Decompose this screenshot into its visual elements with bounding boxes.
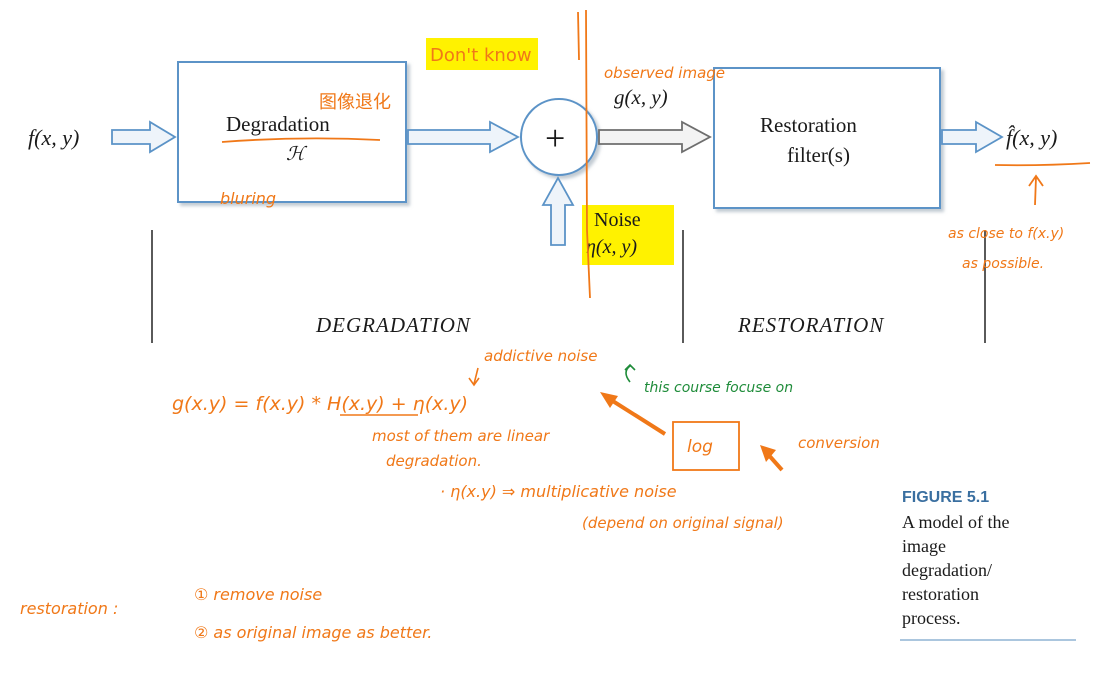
observed-image-annotation: observed image <box>604 64 725 82</box>
as-original-note: ② as original image as better. <box>194 623 432 642</box>
depend-annotation: (depend on original signal) <box>582 514 784 532</box>
orange-underline-degradation <box>221 137 381 143</box>
figure-caption-line5: process. <box>902 608 960 628</box>
close-to-annotation-1: as close to f(x.y) <box>948 226 1064 242</box>
restoration-label-1: Restoration <box>760 113 857 137</box>
chinese-degradation-annotation: 图像退化 <box>319 92 391 113</box>
conversion-arrowhead <box>760 445 776 462</box>
linear-annotation-1: most of them are linear <box>372 427 550 445</box>
input-arrow <box>111 120 177 154</box>
dont-know-annotation: Don't know <box>430 45 532 66</box>
dont-know-highlight <box>426 38 538 70</box>
restoration-label-2: filter(s) <box>787 143 850 167</box>
multiplicative-annotation: · η(x.y) ⇒ multiplicative noise <box>440 482 677 501</box>
noise-symbol: η(x, y) <box>586 236 637 258</box>
log-to-noise-arrowhead <box>600 392 618 408</box>
equation-annotation: g(x.y) = f(x.y) * H(x.y) + η(x.y) <box>172 393 468 415</box>
green-curl <box>624 363 636 383</box>
orange-vertical-stroke-2 <box>585 9 591 299</box>
log-to-noise-arrow <box>606 396 667 436</box>
degradation-section-label: DEGRADATION <box>315 313 471 337</box>
sum-junction <box>520 98 598 176</box>
observed-arrow <box>598 120 712 154</box>
noise-arrow <box>541 176 575 246</box>
close-to-annotation-2: as possible. <box>962 256 1044 272</box>
orange-underline-output <box>994 162 1091 167</box>
noise-highlight <box>582 205 674 265</box>
plus-symbol: + <box>545 118 565 158</box>
figure-caption-line4: restoration <box>902 584 979 604</box>
orange-up-arrow <box>1028 174 1044 206</box>
output-label: f̂(x, y) <box>1006 125 1057 150</box>
figure-caption-line3: degradation/ <box>902 560 992 580</box>
output-arrow <box>941 120 1004 154</box>
additive-noise-annotation: addictive noise <box>484 347 597 365</box>
degradation-box <box>177 61 407 203</box>
linear-annotation-2: degradation. <box>386 452 482 470</box>
orange-vertical-stroke-1 <box>577 11 580 61</box>
bluring-annotation: bluring <box>220 189 276 208</box>
restoration-notes-label: restoration : <box>20 599 118 618</box>
figure-caption-title: FIGURE 5.1 <box>902 489 989 506</box>
restoration-section-label: RESTORATION <box>737 313 884 337</box>
degradation-symbol: ℋ <box>286 144 308 165</box>
additive-noise-pointer <box>468 367 480 387</box>
input-label: f(x, y) <box>28 125 79 150</box>
log-box <box>672 421 740 471</box>
remove-noise-note: ① remove noise <box>194 585 322 604</box>
restoration-box <box>713 67 941 209</box>
degraded-arrow <box>407 120 520 154</box>
observed-label: g(x, y) <box>614 85 668 109</box>
figure-caption-line2: image <box>902 536 946 556</box>
noise-label: Noise <box>594 209 641 231</box>
conversion-annotation: conversion <box>798 434 880 452</box>
log-annotation: log <box>687 437 713 457</box>
degradation-label: Degradation <box>226 112 330 136</box>
this-course-annotation: this course focuse on <box>644 380 793 396</box>
figure-caption-line1: A model of the <box>902 512 1009 532</box>
